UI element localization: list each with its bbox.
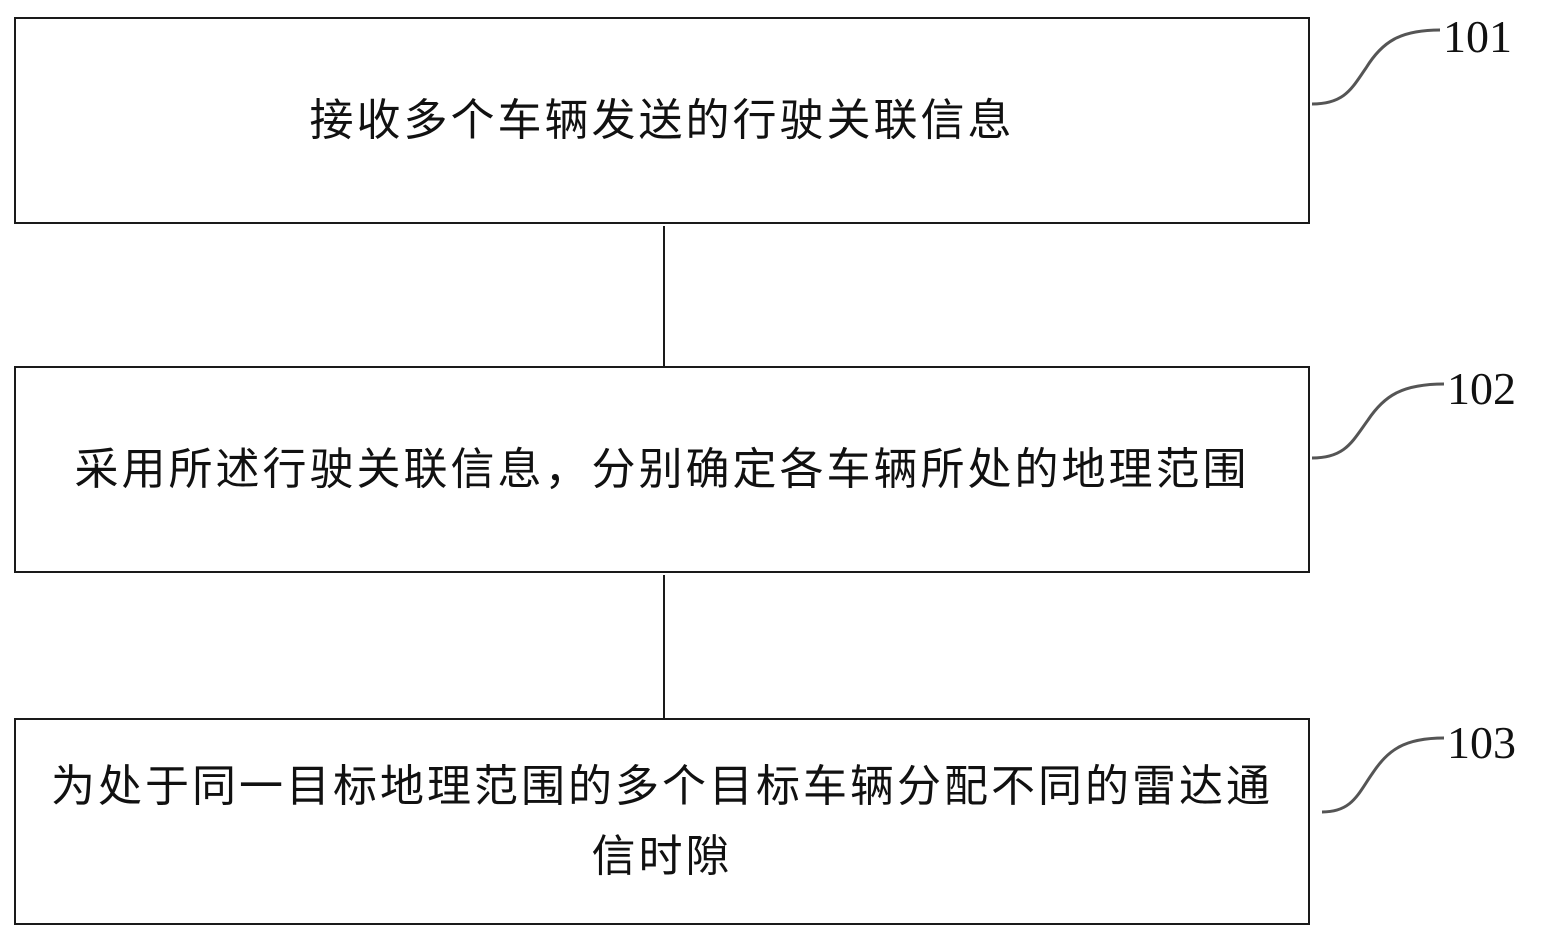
step-box-103: 为处于同一目标地理范围的多个目标车辆分配不同的雷达通信时隙 <box>14 718 1310 925</box>
step-box-101: 接收多个车辆发送的行驶关联信息 <box>14 17 1310 224</box>
step-text-103: 为处于同一目标地理范围的多个目标车辆分配不同的雷达通信时隙 <box>51 760 1273 882</box>
leader-line-102 <box>1311 382 1445 460</box>
leader-line-101 <box>1311 28 1441 106</box>
step-text-102: 采用所述行驶关联信息，分别确定各车辆所处的地理范围 <box>74 443 1250 495</box>
leader-line-103 <box>1321 736 1445 814</box>
step-box-102: 采用所述行驶关联信息，分别确定各车辆所处的地理范围 <box>14 366 1310 573</box>
ref-label-103: 103 <box>1447 717 1516 768</box>
ref-label-101: 101 <box>1443 11 1512 62</box>
step-text-101: 接收多个车辆发送的行驶关联信息 <box>309 94 1015 146</box>
ref-label-102: 102 <box>1447 363 1516 414</box>
